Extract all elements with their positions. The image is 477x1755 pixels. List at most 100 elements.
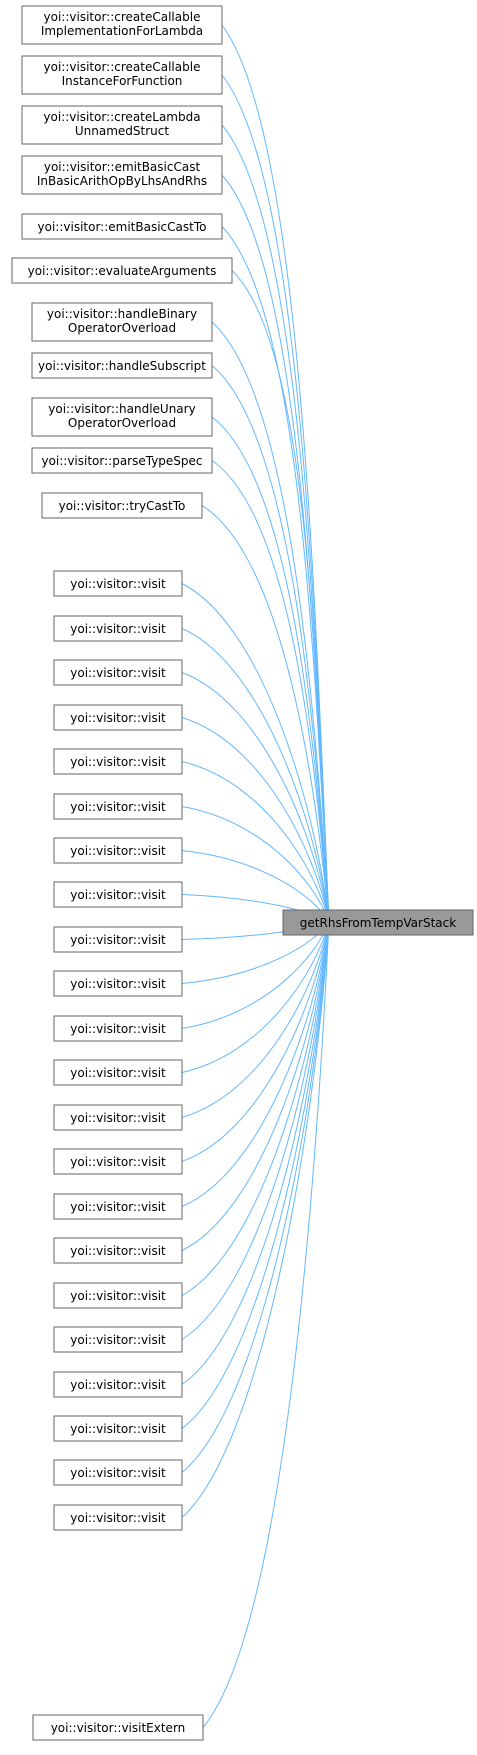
- caller-node[interactable]: yoi::visitor::handleUnaryOperatorOverloa…: [31, 397, 213, 437]
- call-edge: [181, 921, 330, 1207]
- caller-node-box: [53, 659, 183, 686]
- caller-node-label: yoi::visitor::visit: [70, 800, 166, 814]
- caller-node-label: yoi::visitor::visit: [70, 1422, 166, 1436]
- caller-node-box: [41, 492, 203, 519]
- caller-node-box: [21, 55, 223, 95]
- caller-node-label: yoi::visitor::visitExtern: [51, 1721, 186, 1735]
- caller-node[interactable]: yoi::visitor::createCallableImplementati…: [21, 5, 223, 45]
- caller-node-box: [31, 397, 213, 437]
- caller-node[interactable]: yoi::visitor::visit: [53, 970, 183, 997]
- caller-node-label: yoi::visitor::visit: [70, 1244, 166, 1258]
- call-edge: [181, 921, 330, 1251]
- caller-node-label: yoi::visitor::emitBasicCastTo: [38, 220, 207, 234]
- caller-node-box: [53, 1415, 183, 1442]
- caller-node-label: yoi::visitor::createLambda: [43, 110, 200, 124]
- caller-node-label: yoi::visitor::parseTypeSpec: [41, 454, 202, 468]
- caller-node-box: [53, 970, 183, 997]
- caller-node[interactable]: yoi::visitor::visit: [53, 1015, 183, 1042]
- caller-node[interactable]: yoi::visitor::visit: [53, 926, 183, 953]
- caller-node[interactable]: yoi::visitor::visit: [53, 1193, 183, 1220]
- caller-node-box: [53, 615, 183, 642]
- call-edge: [181, 628, 330, 923]
- caller-node[interactable]: yoi::visitor::visit: [53, 704, 183, 731]
- caller-node[interactable]: yoi::visitor::visit: [53, 1326, 183, 1353]
- caller-node[interactable]: yoi::visitor::visit: [53, 1237, 183, 1264]
- caller-node-label: yoi::visitor::visit: [70, 1511, 166, 1525]
- caller-node[interactable]: yoi::visitor::visit: [53, 748, 183, 775]
- caller-node-box: [11, 257, 233, 284]
- caller-node-label: yoi::visitor::handleBinary: [47, 307, 197, 321]
- call-edge: [181, 806, 330, 923]
- caller-node[interactable]: yoi::visitor::parseTypeSpec: [31, 447, 213, 474]
- caller-node-box: [53, 1459, 183, 1486]
- caller-node-box: [53, 1326, 183, 1353]
- caller-node[interactable]: yoi::visitor::visit: [53, 1059, 183, 1086]
- caller-node[interactable]: yoi::visitor::evaluateArguments: [11, 257, 233, 284]
- caller-node[interactable]: yoi::visitor::emitBasicCastTo: [21, 213, 223, 240]
- call-edge: [211, 365, 330, 923]
- caller-node[interactable]: yoi::visitor::visit: [53, 881, 183, 908]
- target-node-box: [282, 909, 474, 936]
- caller-node-box: [53, 1371, 183, 1398]
- caller-node[interactable]: yoi::visitor::tryCastTo: [41, 492, 203, 519]
- caller-node-label: yoi::visitor::visit: [70, 977, 166, 991]
- caller-node-label: yoi::visitor::visit: [70, 1289, 166, 1303]
- target-node[interactable]: getRhsFromTempVarStack: [282, 909, 474, 936]
- caller-node-box: [53, 704, 183, 731]
- caller-node-label: ImplementationForLambda: [41, 24, 203, 38]
- call-edge: [221, 124, 330, 923]
- caller-node-box: [31, 447, 213, 474]
- caller-node[interactable]: yoi::visitor::visit: [53, 1504, 183, 1531]
- caller-node[interactable]: yoi::visitor::handleBinaryOperatorOverlo…: [31, 302, 213, 342]
- caller-node-label: yoi::visitor::handleUnary: [48, 402, 195, 416]
- caller-node[interactable]: yoi::visitor::visit: [53, 1148, 183, 1175]
- caller-node-label: yoi::visitor::visit: [70, 1333, 166, 1347]
- call-edge: [181, 921, 330, 1162]
- caller-node-label: yoi::visitor::tryCastTo: [59, 499, 186, 513]
- caller-node-label: yoi::visitor::visit: [70, 577, 166, 591]
- caller-node-label: yoi::visitor::visit: [70, 933, 166, 947]
- call-edge: [181, 921, 330, 1429]
- caller-node[interactable]: yoi::visitor::visit: [53, 1104, 183, 1131]
- caller-node[interactable]: yoi::visitor::visit: [53, 837, 183, 864]
- caller-node[interactable]: yoi::visitor::visitExtern: [32, 1714, 204, 1741]
- caller-node-box: [21, 213, 223, 240]
- caller-node[interactable]: yoi::visitor::handleSubscript: [31, 352, 213, 379]
- call-edge: [202, 921, 330, 1728]
- caller-node[interactable]: yoi::visitor::visit: [53, 793, 183, 820]
- caller-node-box: [21, 5, 223, 45]
- caller-node-label: yoi::visitor::visit: [70, 1066, 166, 1080]
- call-edge: [181, 921, 330, 1029]
- caller-node-label: yoi::visitor::visit: [70, 666, 166, 680]
- caller-node-box: [53, 837, 183, 864]
- caller-node[interactable]: yoi::visitor::visit: [53, 659, 183, 686]
- caller-node-label: UnnamedStruct: [75, 124, 169, 138]
- caller-node[interactable]: yoi::visitor::createCallableInstanceForF…: [21, 55, 223, 95]
- call-edge: [211, 416, 330, 923]
- call-edge: [211, 460, 330, 923]
- call-edge: [181, 583, 330, 923]
- caller-node-label: yoi::visitor::visit: [70, 711, 166, 725]
- caller-node-label: yoi::visitor::visit: [70, 888, 166, 902]
- caller-node-label: yoi::visitor::handleSubscript: [38, 359, 206, 373]
- caller-node[interactable]: yoi::visitor::visit: [53, 1415, 183, 1442]
- caller-node[interactable]: yoi::visitor::visit: [53, 1371, 183, 1398]
- caller-node-label: InstanceForFunction: [62, 74, 183, 88]
- caller-node[interactable]: yoi::visitor::visit: [53, 1282, 183, 1309]
- caller-node[interactable]: yoi::visitor::visit: [53, 570, 183, 597]
- caller-node-label: yoi::visitor::visit: [70, 844, 166, 858]
- call-edge: [181, 921, 330, 1518]
- call-edge: [201, 505, 330, 923]
- call-edge: [211, 321, 330, 923]
- caller-node[interactable]: yoi::visitor::visit: [53, 615, 183, 642]
- caller-node-box: [53, 1504, 183, 1531]
- nodes-layer: yoi::visitor::createCallableImplementati…: [11, 5, 233, 1741]
- caller-node-box: [53, 1193, 183, 1220]
- caller-node[interactable]: yoi::visitor::visit: [53, 1459, 183, 1486]
- caller-node[interactable]: yoi::visitor::emitBasicCastInBasicArithO…: [21, 155, 223, 195]
- caller-node-label: yoi::visitor::visit: [70, 1466, 166, 1480]
- caller-node-box: [53, 881, 183, 908]
- call-edge: [231, 270, 330, 923]
